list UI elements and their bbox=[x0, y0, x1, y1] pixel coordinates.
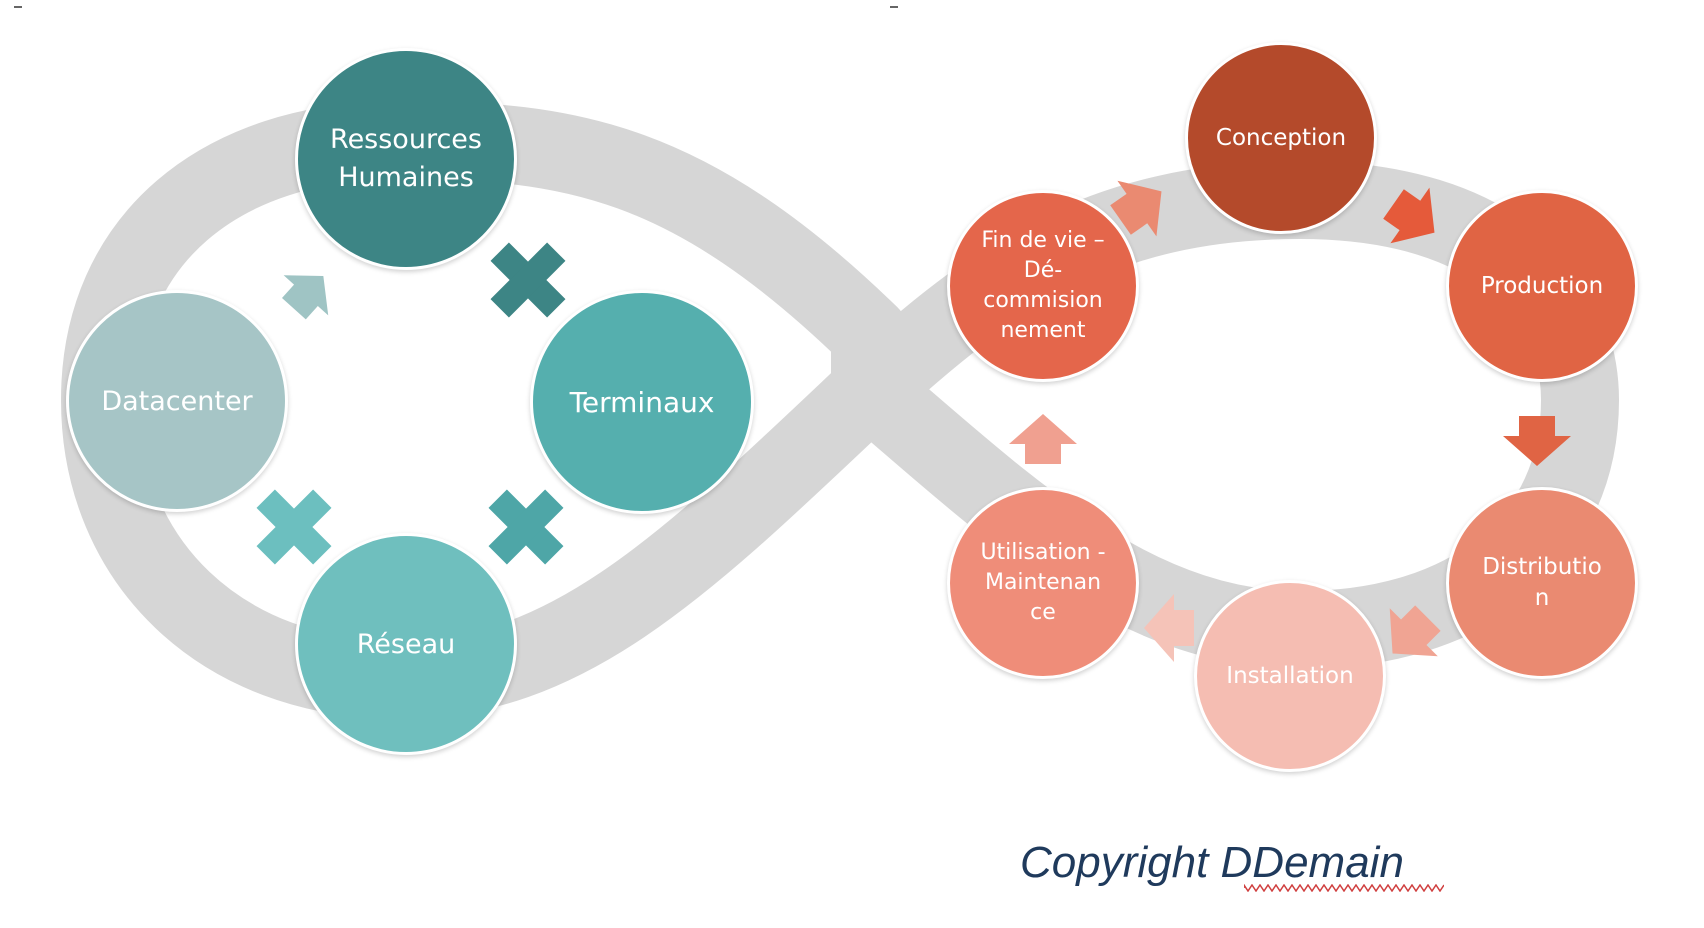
node-utilisation-maintenance: Utilisation - Maintenan ce bbox=[947, 487, 1139, 679]
edge-tick bbox=[890, 6, 898, 8]
node-distribution: Distributio n bbox=[1446, 487, 1638, 679]
edge-tick bbox=[14, 6, 22, 8]
cross-terminaux-reseau-icon bbox=[488, 489, 564, 565]
node-datacenter: Datacenter bbox=[66, 290, 288, 512]
node-production: Production bbox=[1446, 190, 1638, 382]
arrow-production-to-distribution-icon bbox=[1503, 416, 1571, 466]
cross-reseau-datacenter-icon bbox=[256, 489, 332, 565]
arrow-fin-to-conception-icon bbox=[1110, 180, 1162, 237]
arrow-utilisation-to-fin-icon bbox=[1009, 414, 1077, 464]
spellcheck-underline bbox=[1244, 884, 1444, 892]
arrow-datacenter-to-rh-icon bbox=[282, 275, 329, 320]
infinity-band bbox=[61, 101, 1619, 719]
copyright-text: Copyright DDemain bbox=[1020, 838, 1404, 887]
arrow-installation-to-utilisation-icon bbox=[1144, 594, 1194, 662]
node-ressources-humaines: Ressources Humaines bbox=[295, 48, 517, 270]
arrow-conception-to-production-icon bbox=[1383, 187, 1435, 244]
node-fin-de-vie: Fin de vie – Dé- commision nement bbox=[947, 190, 1139, 382]
node-reseau: Réseau bbox=[295, 533, 517, 755]
node-conception: Conception bbox=[1185, 42, 1377, 234]
cross-rh-terminaux-icon bbox=[490, 242, 566, 318]
node-terminaux: Terminaux bbox=[530, 290, 754, 514]
node-installation: Installation bbox=[1194, 580, 1386, 772]
